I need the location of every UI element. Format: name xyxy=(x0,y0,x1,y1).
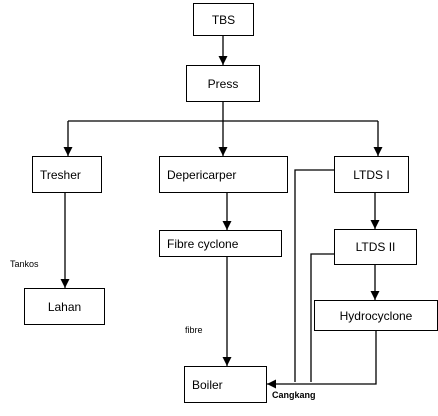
node-tbs: TBS xyxy=(193,3,254,36)
node-ltds2: LTDS II xyxy=(334,229,417,265)
edge-hydrocyclone-boiler xyxy=(267,331,377,389)
node-tresher: Tresher xyxy=(32,156,102,193)
node-ltds1: LTDS I xyxy=(334,156,409,193)
label-tankos: Tankos xyxy=(10,259,39,269)
node-lahan: Lahan xyxy=(24,288,105,325)
node-depericarper: Depericarper xyxy=(159,156,288,193)
node-hydrocyclone: Hydrocyclone xyxy=(314,300,438,331)
edge-ltds2-boiler xyxy=(310,253,334,382)
label-fibre: fibre xyxy=(185,325,203,335)
node-boiler: Boiler xyxy=(184,366,267,403)
node-fibre-cyclone: Fibre cyclone xyxy=(159,230,282,257)
node-press: Press xyxy=(186,65,260,102)
edge-ltds1-boiler xyxy=(294,169,334,382)
label-cangkang: Cangkang xyxy=(272,390,316,400)
